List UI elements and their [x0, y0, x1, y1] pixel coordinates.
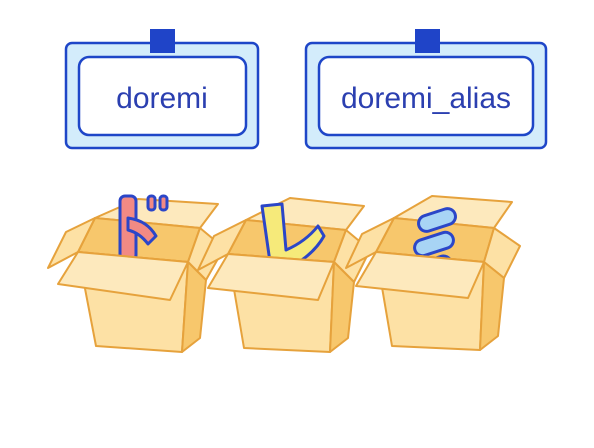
box-do	[47, 194, 225, 353]
label-doremi-text: doremi	[116, 82, 208, 115]
label-doremi-alias-text: doremi_alias	[341, 82, 511, 115]
label-tag-doremi: doremi	[64, 29, 260, 150]
box-mi	[345, 195, 521, 351]
box-re	[197, 197, 371, 353]
tag-clip-icon	[150, 29, 175, 53]
tag-clip-icon	[415, 29, 440, 53]
katakana-do-icon	[118, 194, 169, 262]
label-tag-doremi-alias: doremi_alias	[304, 29, 548, 150]
